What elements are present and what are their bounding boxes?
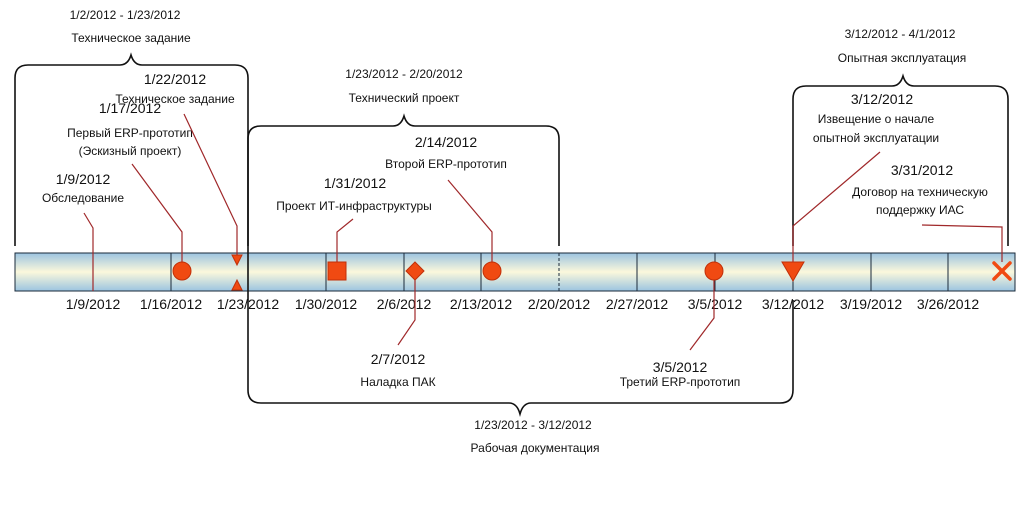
milestone-date: 3/12/2012: [851, 91, 913, 107]
triangle-down-marker-icon: [781, 261, 805, 282]
milestone-pak-setup[interactable]: 2/7/2012 Наладка ПАК: [360, 261, 436, 389]
tick-label: 1/30/2012: [295, 296, 357, 312]
circle-marker-icon: [704, 261, 724, 281]
milestone-date: 2/7/2012: [371, 351, 426, 367]
tick-label: 2/27/2012: [606, 296, 668, 312]
milestone-trial-notice[interactable]: 3/12/2012 Извещение о начале опытной экс…: [781, 91, 939, 282]
milestone-it-infrastructure[interactable]: 1/31/2012 Проект ИТ-инфраструктуры: [276, 175, 432, 281]
tick-label: 3/26/2012: [917, 296, 979, 312]
triangle-down-marker-icon: [231, 254, 243, 267]
milestone-tech-spec[interactable]: 1/22/2012 Техническое задание: [115, 71, 243, 291]
tick-label: 3/5/2012: [688, 296, 743, 312]
milestone-label: Наладка ПАК: [360, 375, 435, 389]
interval-label: Технический проект: [349, 91, 460, 105]
milestone-first-erp-prototype[interactable]: 1/17/2012 Первый ERP-прототип (Эскизный …: [67, 100, 193, 281]
milestone-label: Третий ERP-прототип: [620, 375, 741, 389]
milestone-label: Обследование: [42, 191, 124, 205]
milestone-support-contract[interactable]: 3/31/2012 Договор на техническую поддерж…: [852, 162, 1012, 281]
milestone-date: 1/9/2012: [56, 171, 111, 187]
circle-marker-icon: [172, 261, 192, 281]
interval-range: 3/12/2012 - 4/1/2012: [845, 27, 956, 41]
tick-label: 2/13/2012: [450, 296, 512, 312]
tick-label: 2/6/2012: [377, 296, 432, 312]
milestone-second-erp-prototype[interactable]: 2/14/2012 Второй ERP-прототип: [385, 134, 507, 281]
interval-label: Техническое задание: [71, 31, 191, 45]
milestone-label: Второй ERP-прототип: [385, 157, 507, 171]
milestone-label: опытной эксплуатации: [813, 131, 939, 145]
interval-tech-project: 1/23/2012 - 2/20/2012 Технический проект: [247, 67, 560, 300]
interval-label: Опытная эксплуатация: [838, 51, 966, 65]
milestone-label: Первый ERP-прототип: [67, 126, 193, 140]
interval-range: 1/2/2012 - 1/23/2012: [70, 8, 181, 22]
milestone-date: 3/5/2012: [653, 359, 708, 375]
interval-range: 1/23/2012 - 3/12/2012: [474, 418, 592, 432]
milestone-label: поддержку ИАС: [876, 203, 964, 217]
milestone-date: 1/22/2012: [144, 71, 206, 87]
tick-label: 1/16/2012: [140, 296, 202, 312]
milestone-label: Техническое задание: [115, 92, 235, 106]
milestone-date: 1/31/2012: [324, 175, 386, 191]
milestone-label: Проект ИТ-инфраструктуры: [276, 199, 432, 213]
square-marker-icon: [327, 261, 347, 281]
interval-trial-operation: 3/12/2012 - 4/1/2012 Опытная эксплуатаци…: [792, 27, 1009, 246]
milestone-survey[interactable]: 1/9/2012 Обследование: [42, 171, 124, 291]
milestone-date: 2/14/2012: [415, 134, 477, 150]
tick-label: 1/9/2012: [66, 296, 121, 312]
interval-range: 1/23/2012 - 2/20/2012: [345, 67, 463, 81]
milestone-third-erp-prototype[interactable]: 3/5/2012 Третий ERP-прототип: [620, 261, 741, 389]
triangle-up-marker-icon: [231, 278, 243, 291]
circle-marker-icon: [482, 261, 502, 281]
tick-label: 2/20/2012: [528, 296, 590, 312]
milestone-label: Договор на техническую: [852, 185, 988, 199]
diamond-marker-icon: [405, 261, 425, 281]
tick-label: 3/19/2012: [840, 296, 902, 312]
interval-label: Рабочая документация: [471, 441, 600, 455]
interval-working-docs: 1/23/2012 - 3/12/2012 Рабочая документац…: [247, 300, 794, 455]
milestone-date: 1/17/2012: [99, 100, 161, 116]
milestone-label: (Эскизный проект): [79, 144, 182, 158]
timeline-bar: [14, 252, 1016, 292]
x-marker-icon: [992, 261, 1012, 281]
milestone-label: Извещение о начале: [818, 112, 935, 126]
milestone-date: 3/31/2012: [891, 162, 953, 178]
interval-tech-spec: 1/2/2012 - 1/23/2012 Техническое задание: [14, 8, 249, 246]
